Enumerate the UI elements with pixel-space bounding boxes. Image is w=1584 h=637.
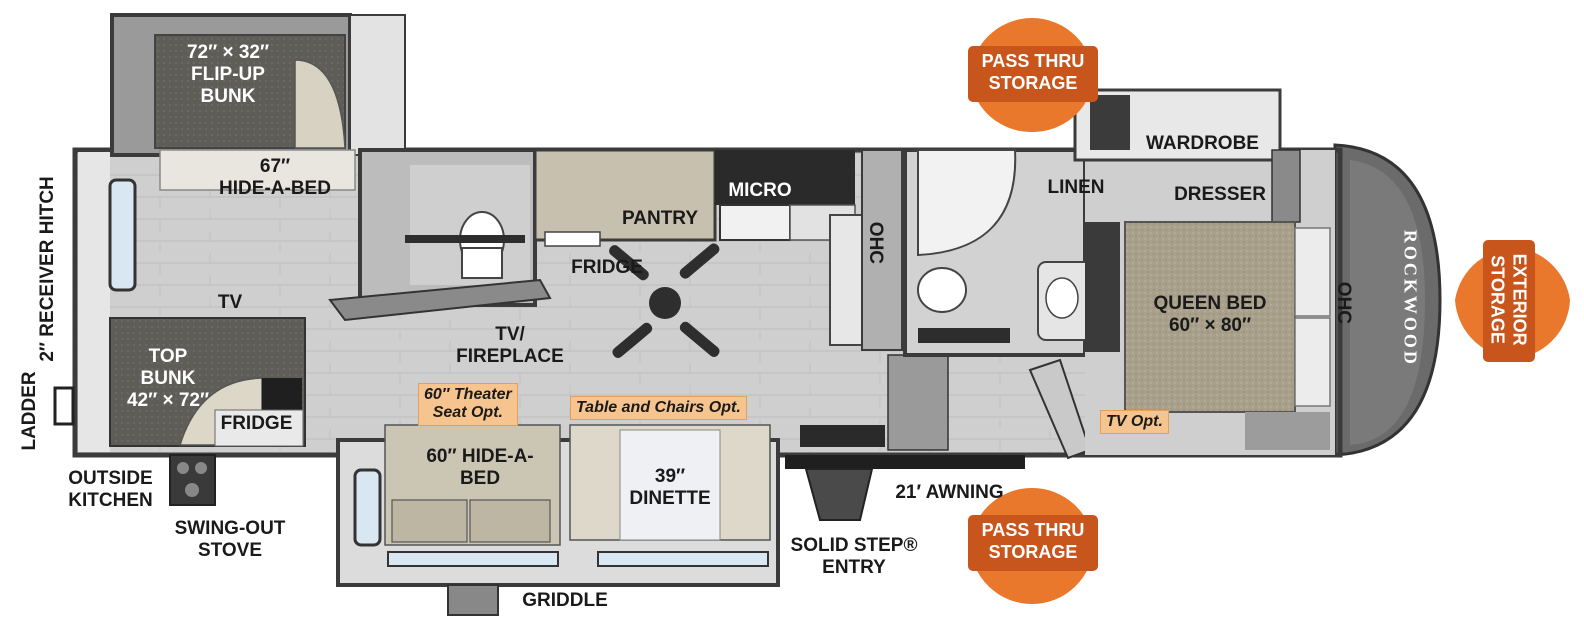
outside-kitchen: [169, 454, 216, 506]
ladder-icon: [53, 386, 75, 426]
exterior-storage-line2: STORAGE: [1488, 255, 1508, 344]
pass-thru-top-label: PASS THRU STORAGE: [970, 51, 1096, 94]
swing-out-stove-line1: SWING-OUT: [174, 518, 286, 539]
bedroom: [1073, 88, 1335, 455]
hide-a-bed-back: [294, 59, 346, 149]
receiver-hitch-label: 2″ RECEIVER HITCH: [37, 176, 59, 362]
swing-out-stove-line2: STOVE: [197, 539, 263, 561]
tv-fireplace-line2: FIREPLACE: [456, 345, 564, 367]
theater-seat-option: 60″ Theater Seat Opt.: [418, 383, 518, 426]
hide-a-bed-60-line1: 60″ HIDE-A-: [426, 446, 534, 467]
top-bunk-line3: 42″ × 72″: [126, 389, 210, 411]
top-bunk-line1: TOP: [148, 346, 188, 367]
top-bunk-line2: BUNK: [140, 367, 196, 389]
top-bunk-label: TOP BUNK 42″ × 72″: [108, 346, 228, 412]
pass-thru-storage-top: [968, 18, 1098, 133]
outside-kitchen-line1: OUTSIDE: [68, 468, 153, 489]
solid-step-icon: [804, 468, 874, 521]
dinette-line1: 39″: [654, 466, 686, 487]
tv-left-label: TV: [217, 292, 243, 313]
solid-step-line2: ENTRY: [822, 556, 886, 578]
griddle-box: [447, 584, 499, 616]
flip-up-bunk-line2: FLIP-UP: [191, 63, 265, 85]
queen-bed-line1: QUEEN BED: [1153, 293, 1267, 314]
wardrobe-label: WARDROBE: [1146, 133, 1259, 154]
solid-step-label: SOLID STEP® ENTRY: [780, 535, 928, 579]
queen-bed-label: QUEEN BED 60″ × 80″: [1135, 293, 1285, 337]
ceiling-fan-icon: [609, 243, 720, 358]
hide-a-bed-67-line2: HIDE-A-BED: [219, 177, 331, 199]
hide-a-bed-60-line2: BED: [459, 467, 501, 489]
exterior-storage-line1: EXTERIOR: [1509, 253, 1530, 346]
exterior-storage-badge: [1455, 240, 1570, 362]
hide-a-bed-67-label: 67″ HIDE-A-BED: [205, 156, 345, 200]
kitchen-fridge-label: FRIDGE: [571, 257, 643, 278]
hide-a-bed-60-label: 60″ HIDE-A- BED: [405, 446, 555, 490]
dinette-line2: DINETTE: [629, 487, 711, 509]
pass-thru-top-line2: STORAGE: [988, 72, 1078, 93]
half-bath: [328, 148, 552, 322]
brand-logo: ROCKWOOD: [1400, 229, 1421, 367]
bunk-room: [53, 152, 306, 452]
swing-out-stove-label: SWING-OUT STOVE: [160, 518, 300, 562]
theater-seat-line2: Seat Opt.: [432, 404, 503, 422]
ohc-bedroom-label: OHC: [1332, 281, 1354, 325]
dinette-label: 39″ DINETTE: [615, 466, 725, 510]
linen-label: LINEN: [1047, 177, 1105, 198]
queen-bed-icon: [1124, 221, 1296, 413]
ohc-kitchen-cabinet: [861, 149, 903, 351]
slide-window: [353, 468, 382, 547]
micro-label: MICRO: [728, 180, 792, 201]
microwave-box: [715, 150, 855, 205]
pass-thru-bottom-line1: PASS THRU: [981, 520, 1085, 540]
front-cap-inner: [1350, 160, 1425, 445]
solid-step-line1: SOLID STEP®: [790, 535, 918, 556]
pantry-cabinet: [533, 148, 717, 242]
flip-up-bunk-line1: 72″ × 32″: [186, 42, 270, 63]
kitchen-galley: [533, 148, 903, 351]
cooktop-icon: [719, 204, 791, 241]
dresser-label: DRESSER: [1174, 184, 1266, 205]
pass-thru-storage-bottom: [968, 487, 1098, 605]
queen-bed-line2: 60″ × 80″: [1168, 314, 1252, 336]
swing-out-stove-icon: [169, 454, 216, 506]
living-slide: [336, 424, 780, 616]
pantry-label: PANTRY: [622, 208, 698, 229]
bunk-fridge-label: FRIDGE: [220, 413, 293, 434]
bunk-slide-top: [110, 13, 406, 191]
pass-thru-bottom-label: PASS THRU STORAGE: [970, 520, 1096, 563]
tv-fireplace-line1: TV/: [495, 324, 525, 345]
rear-window: [108, 178, 137, 292]
outside-kitchen-line2: KITCHEN: [68, 489, 153, 511]
ladder-label: LADDER: [19, 371, 41, 451]
tv-fireplace-label: TV/ FIREPLACE: [440, 324, 580, 368]
table-chairs-option: Table and Chairs Opt.: [570, 396, 747, 421]
pass-thru-bottom-line2: STORAGE: [988, 541, 1078, 562]
pass-thru-top-line1: PASS THRU: [981, 51, 1085, 71]
entry-steps: [785, 354, 1025, 521]
tv-option: TV Opt.: [1100, 410, 1169, 435]
shower-icon: [917, 149, 1017, 257]
hide-a-bed-67-cushion: [159, 149, 356, 191]
hide-a-bed-67-line1: 67″: [259, 156, 291, 177]
full-bath: [903, 148, 1101, 460]
exterior-storage-label: EXTERIOR STORAGE: [1486, 242, 1530, 358]
toilet-icon-2: [917, 267, 967, 313]
theater-seat-line1: 60″ Theater: [424, 386, 512, 403]
awning-label: 21′ AWNING: [895, 482, 1004, 503]
flip-up-bunk-line3: BUNK: [200, 85, 256, 107]
griddle-label: GRIDDLE: [522, 590, 608, 611]
flip-up-bunk-label: 72″ × 32″ FLIP-UP BUNK: [158, 42, 298, 108]
outside-kitchen-label: OUTSIDE KITCHEN: [58, 468, 163, 512]
ohc-kitchen-label: OHC: [864, 221, 886, 265]
